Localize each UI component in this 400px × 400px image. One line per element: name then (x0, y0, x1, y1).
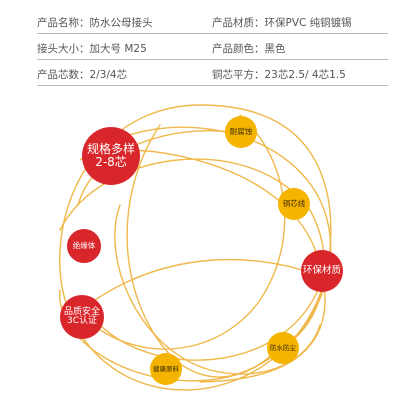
spec-value: 防水公母接头 (89, 17, 153, 29)
spec-value: 加大号 M25 (89, 43, 147, 55)
orbit-line (114, 204, 321, 375)
feature-eco-label: 环保材质 (302, 265, 341, 277)
feature-bubble-healthy: 健康原料 (150, 353, 182, 385)
spec-row: 产品芯数：2/3/4芯 铜芯平方：23芯2.5/ 4芯1.5 (0, 60, 400, 86)
orbit-line (59, 104, 332, 391)
spec-item-connector-size: 接头大小：加大号 M25 (37, 41, 147, 56)
spec-table: 产品名称：防水公母接头 产品材质：环保PVC 纯铜镀锡 接头大小：加大号 M25… (0, 0, 400, 90)
spec-item-color: 产品颜色：黑色 (212, 41, 286, 56)
spec-row: 产品名称：防水公母接头 产品材质：环保PVC 纯铜镀锡 (0, 8, 400, 34)
spec-item-copper-section: 铜芯平方：23芯2.5/ 4芯1.5 (212, 67, 346, 82)
spec-label: 产品名称： (37, 17, 90, 29)
row-divider (37, 85, 388, 86)
feature-healthy-label: 健康原料 (153, 364, 179, 373)
spec-value: 23芯2.5/ 4芯1.5 (264, 69, 346, 81)
feature-diagram: 规格多样 2-8芯 环保材质 品质安全 3C认证 绝缘体 耐腐蚀 铜芯线 防水防… (0, 90, 400, 400)
orbit-line (99, 114, 286, 350)
feature-bubble-corrosion: 耐腐蚀 (225, 116, 257, 148)
feature-cert-line2: 3C认证 (66, 316, 97, 326)
orbit-line (94, 258, 331, 301)
feature-bubble-eco: 环保材质 (301, 250, 343, 292)
feature-insulator-label: 绝缘体 (72, 241, 96, 251)
feature-waterproof-label: 防水防尘 (270, 343, 296, 352)
feature-bubble-waterproof: 防水防尘 (267, 332, 299, 364)
spec-item-product-name: 产品名称：防水公母接头 (37, 15, 153, 30)
orbit-lines (59, 104, 332, 391)
spec-value: 环保PVC 纯铜镀锡 (264, 17, 352, 29)
spec-item-core-count: 产品芯数：2/3/4芯 (37, 67, 127, 82)
row-divider (37, 59, 388, 60)
spec-value: 2/3/4芯 (89, 69, 128, 81)
spec-label: 产品材质： (212, 17, 265, 29)
feature-main-line2: 2-8芯 (95, 155, 127, 169)
orbit-line (126, 124, 279, 378)
orbit-line (77, 129, 231, 206)
orbit-line (94, 289, 319, 361)
spec-label: 铜芯平方： (212, 69, 265, 81)
spec-value: 黑色 (264, 43, 286, 55)
spec-row: 接头大小：加大号 M25 产品颜色：黑色 (0, 34, 400, 60)
feature-bubble-copper: 铜芯线 (278, 188, 310, 220)
feature-bubble-certification: 品质安全 3C认证 (60, 295, 104, 339)
feature-bubble-specs: 规格多样 2-8芯 (82, 127, 140, 185)
spec-item-material: 产品材质：环保PVC 纯铜镀锡 (212, 15, 352, 30)
feature-corrosion-label: 耐腐蚀 (229, 127, 253, 137)
spec-label: 接头大小： (37, 43, 90, 55)
spec-label: 产品芯数： (37, 69, 90, 81)
feature-copper-label: 铜芯线 (282, 199, 306, 209)
feature-bubble-insulator: 绝缘体 (67, 229, 101, 263)
feature-main-line1: 规格多样 (86, 142, 135, 157)
spec-label: 产品颜色： (212, 43, 265, 55)
feature-cert-line1: 品质安全 (63, 306, 100, 317)
row-divider (37, 33, 388, 34)
